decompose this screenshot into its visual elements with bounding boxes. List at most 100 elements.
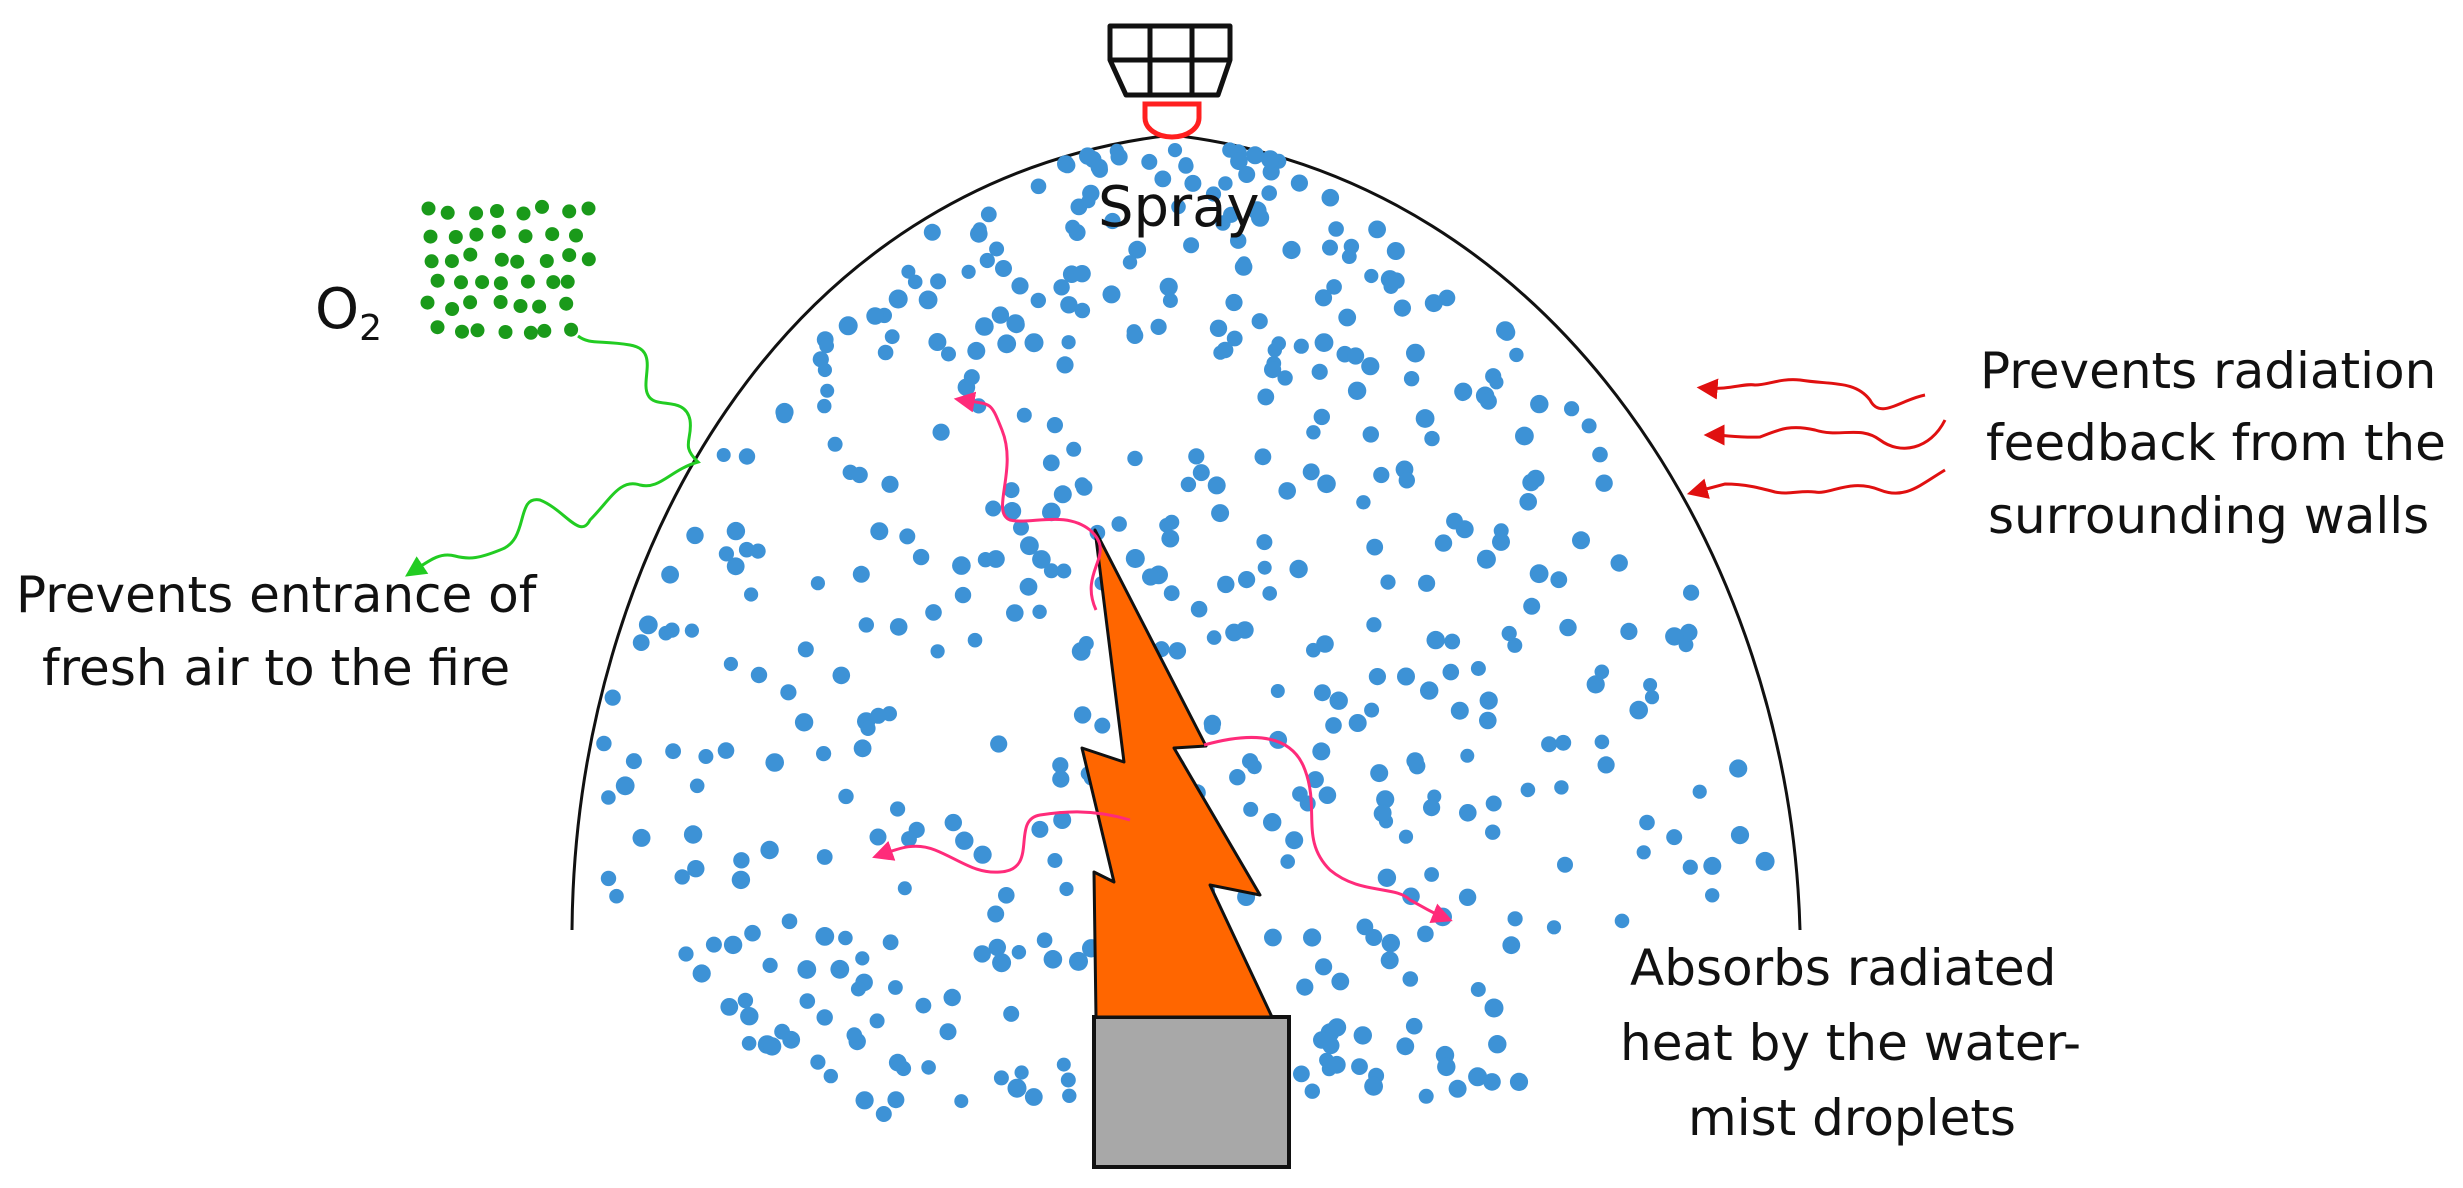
droplet — [1373, 805, 1391, 823]
droplet — [998, 887, 1015, 904]
droplet — [1190, 600, 1208, 618]
droplet — [875, 1106, 892, 1122]
droplet — [1110, 148, 1128, 166]
droplet — [830, 959, 850, 979]
droplet — [882, 934, 899, 951]
droplet — [1479, 392, 1497, 410]
droplet — [1703, 856, 1722, 875]
droplet — [750, 543, 766, 559]
droplet — [1485, 795, 1502, 812]
droplet — [615, 776, 635, 796]
bottom-caption-line3: mist droplets — [1688, 1089, 2016, 1147]
droplet — [1066, 441, 1082, 457]
droplet — [1073, 265, 1091, 283]
oxygen-dot — [569, 228, 583, 243]
droplet — [855, 1091, 874, 1110]
droplet — [1755, 851, 1775, 871]
droplet — [1665, 627, 1684, 646]
bottom-caption-line1: Absorbs radiated — [1630, 939, 2056, 997]
droplet — [1586, 675, 1605, 694]
droplet — [846, 1027, 863, 1043]
droplet — [991, 306, 1010, 324]
droplet — [726, 521, 746, 541]
oxygen-molecules — [420, 199, 596, 340]
droplet — [838, 930, 853, 946]
droplet — [1024, 333, 1044, 353]
oxygen-dot — [455, 324, 469, 339]
droplet — [1442, 663, 1460, 681]
droplet — [1056, 1057, 1071, 1072]
droplet — [993, 1070, 1009, 1086]
droplet — [1111, 516, 1127, 532]
bottom-caption-line2: heat by the water- — [1620, 1014, 2081, 1072]
wall-arrow-2 — [1703, 419, 1947, 450]
droplet — [941, 346, 956, 362]
heat-arrow-up — [953, 391, 1102, 611]
droplet — [1329, 691, 1348, 710]
droplet — [901, 264, 916, 279]
oxygen-dot — [444, 254, 459, 269]
left-caption-line2: fresh air to the fire — [42, 639, 510, 697]
droplet — [1060, 296, 1078, 314]
droplet — [1620, 622, 1638, 641]
droplet — [738, 541, 755, 558]
droplet — [989, 241, 1005, 257]
droplet — [1314, 333, 1334, 352]
droplet — [967, 632, 983, 648]
droplet — [1264, 928, 1282, 947]
droplet — [1125, 549, 1145, 568]
droplet — [1046, 417, 1063, 434]
droplet — [1424, 294, 1443, 313]
droplet — [683, 825, 703, 844]
droplet — [1061, 335, 1076, 350]
droplet — [992, 953, 1012, 973]
droplet — [1402, 887, 1420, 906]
left-caption-line1: Prevents entrance of — [16, 566, 538, 624]
droplet — [1594, 664, 1610, 680]
droplet — [1502, 936, 1521, 955]
radiated-heat-arrows — [872, 391, 1453, 924]
droplet — [915, 997, 932, 1014]
droplet — [1043, 563, 1059, 579]
droplet — [723, 656, 739, 672]
droplet — [1052, 770, 1070, 788]
droplet — [1546, 920, 1562, 935]
droplet — [925, 604, 942, 621]
droplet — [716, 448, 731, 462]
droplet — [1262, 586, 1277, 601]
oxygen-subscript: 2 — [359, 308, 382, 349]
droplet — [1243, 801, 1259, 817]
oxygen-dot — [539, 254, 554, 268]
droplet — [1184, 174, 1202, 192]
droplet — [1168, 642, 1187, 660]
droplet — [665, 743, 681, 760]
droplet — [1011, 945, 1027, 960]
droplet — [781, 913, 798, 930]
droplet — [1406, 343, 1425, 363]
droplet — [1313, 684, 1331, 702]
droplet — [1128, 240, 1147, 259]
droplet — [1592, 446, 1608, 463]
droplet — [1483, 1073, 1501, 1091]
droplet — [1003, 502, 1022, 521]
droplet — [987, 550, 1005, 568]
droplet — [689, 778, 705, 794]
oxygen-dot — [420, 295, 435, 310]
droplet — [1368, 668, 1386, 686]
droplet — [1154, 170, 1172, 188]
droplet — [678, 946, 694, 962]
droplet — [1347, 381, 1367, 400]
oxygen-dot — [469, 206, 484, 221]
wall-arrow-3 — [1686, 468, 1946, 499]
droplet — [705, 936, 722, 953]
droplet — [1122, 255, 1138, 270]
droplet — [1293, 1065, 1310, 1083]
droplet — [1629, 700, 1648, 720]
droplet — [851, 466, 868, 484]
droplet — [1032, 604, 1047, 619]
droplet — [1032, 550, 1051, 569]
droplet — [955, 831, 974, 850]
droplet — [990, 735, 1008, 753]
droplet — [1261, 185, 1277, 201]
droplet — [860, 720, 876, 737]
